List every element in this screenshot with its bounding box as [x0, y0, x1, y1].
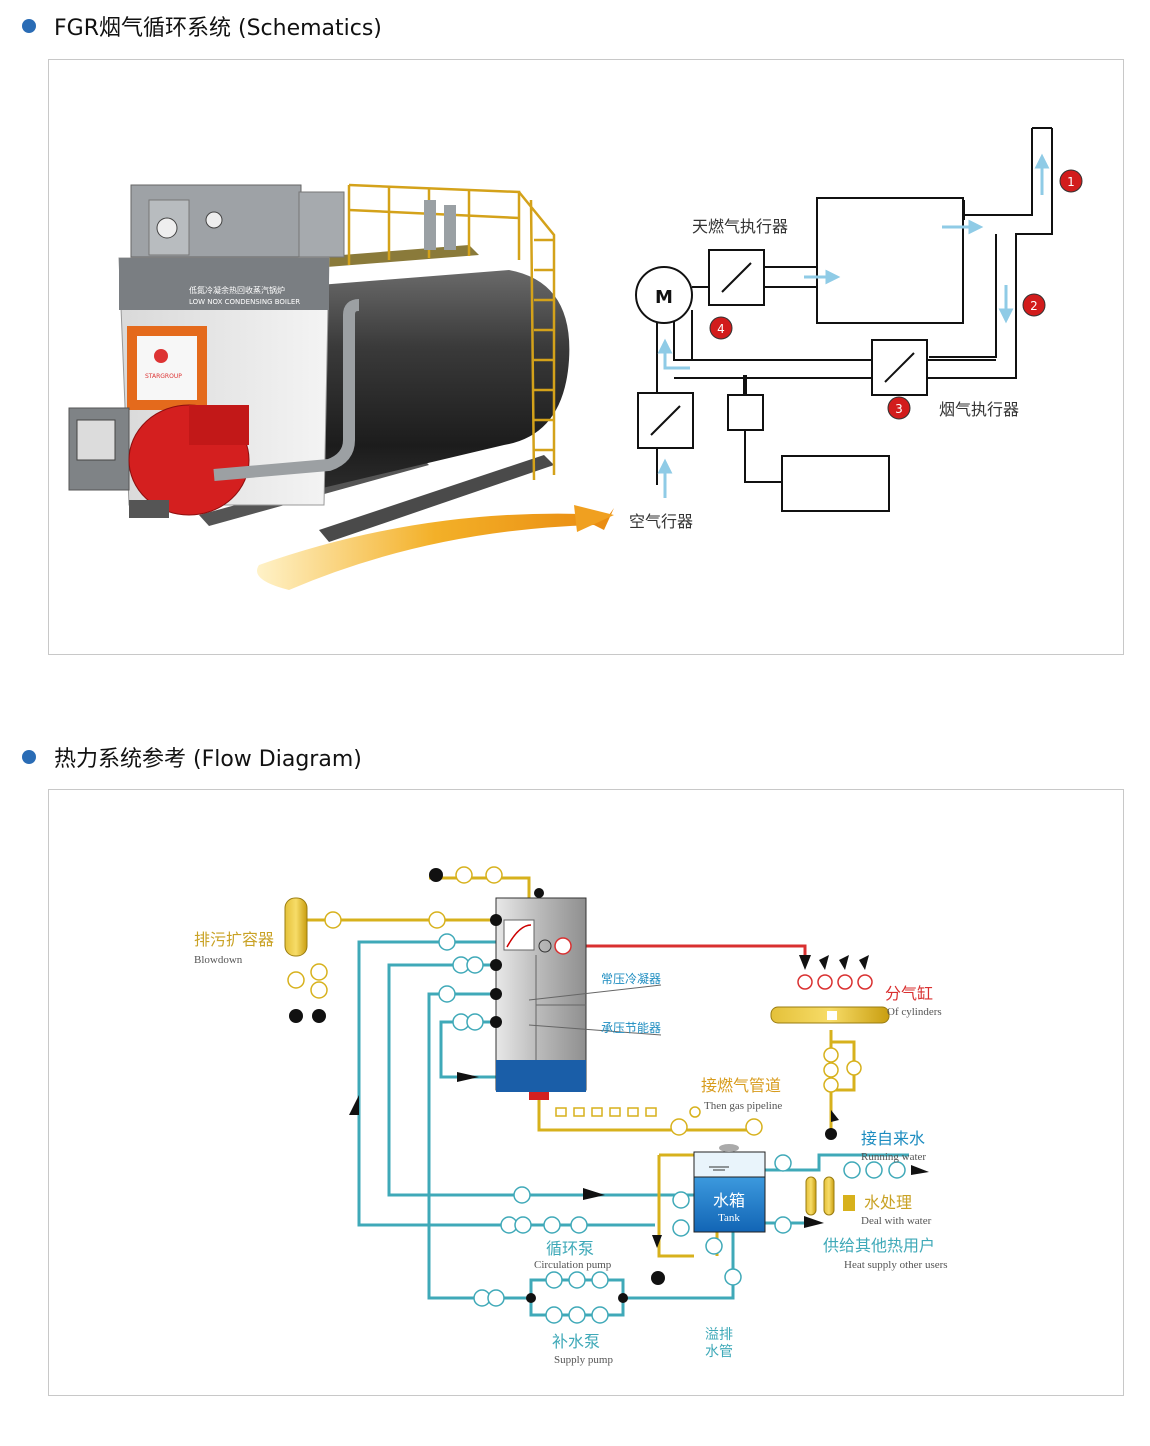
- air-actuator-box: [637, 392, 694, 449]
- furnace-box: [816, 197, 964, 324]
- steam-valves: [554, 937, 873, 990]
- check-arrows: [349, 955, 929, 1248]
- treat-label-en: Deal with water: [861, 1215, 932, 1227]
- heat-label-en: Heat supply other users: [844, 1259, 948, 1271]
- gold-valves: [287, 866, 862, 1136]
- gas-actuator-box: [708, 249, 765, 306]
- gas-label-cn: 接燃气管道: [701, 1076, 781, 1095]
- gas-label-en: Then gas pipeline: [704, 1100, 782, 1112]
- marker-2-icon: [1022, 293, 1046, 317]
- cylinders-label-en: Of cylinders: [887, 1006, 942, 1018]
- bullet-icon: [22, 750, 36, 764]
- overflow-label-1: 溢排: [705, 1327, 733, 1343]
- circ-label-en: Circulation pump: [534, 1259, 612, 1271]
- flow-panel: 常压冷凝器 承压节能器: [48, 789, 1124, 1396]
- salt-tank: [843, 1195, 855, 1211]
- steam-pipe: [569, 944, 807, 962]
- flue-actuator-box: [871, 339, 928, 396]
- burner-block: [496, 1060, 586, 1092]
- boiler-illustration: 低氮冷凝余热回收蒸汽锅炉 LOW NOX CONDENSING BOILER S…: [68, 183, 614, 590]
- blowdown-label-en: Blowdown: [194, 954, 243, 966]
- section-title-text: 热力系统参考 (Flow Diagram): [54, 747, 362, 772]
- marker-badges: 1 2 3 4: [709, 169, 1083, 420]
- svg-text:2: 2: [1030, 299, 1038, 313]
- marker-1-icon: [1059, 169, 1083, 193]
- boiler-nameplate-cn: 低氮冷凝余热回收蒸汽锅炉: [189, 285, 285, 295]
- condenser-pres-label: 承压节能器: [601, 1021, 661, 1035]
- section-title-text: FGR烟气循环系统 (Schematics): [54, 16, 382, 41]
- condenser-atm-label: 常压冷凝器: [601, 971, 661, 986]
- marker-3-icon: [887, 396, 911, 420]
- blowdown-vessel: [284, 897, 308, 957]
- junction-dots: [289, 868, 837, 1303]
- boiler-brand: STARGROUP: [145, 373, 182, 380]
- running-label-en: Running water: [861, 1151, 926, 1163]
- motor-label: M: [655, 287, 673, 308]
- supply-label-en: Supply pump: [554, 1354, 613, 1366]
- fgr-schematic: [635, 127, 1053, 512]
- schematics-panel: 低氮冷凝余热回收蒸汽锅炉 LOW NOX CONDENSING BOILER S…: [48, 59, 1124, 655]
- heat-label-cn: 供给其他热用户: [823, 1236, 935, 1255]
- blowdown-label-cn: 排污扩容器: [194, 930, 274, 949]
- svg-text:4: 4: [717, 322, 725, 336]
- flow-arrow-icon: [257, 508, 614, 590]
- section-title-schematics: FGR烟气循环系统 (Schematics): [22, 10, 382, 42]
- overflow-label-2: 水管: [705, 1344, 733, 1360]
- supply-label-cn: 补水泵: [552, 1332, 600, 1351]
- cylinders-label-cn: 分气缸: [885, 984, 933, 1003]
- softener-b: [823, 1176, 835, 1216]
- svg-text:3: 3: [895, 402, 903, 416]
- running-label-cn: 接自来水: [861, 1129, 925, 1148]
- motor-circle: [635, 266, 693, 324]
- gas-actuator-label: 天燃气执行器: [692, 217, 788, 236]
- schematics-figure: 低氮冷凝余热回收蒸汽锅炉 LOW NOX CONDENSING BOILER S…: [68, 127, 1083, 590]
- flue-actuator-label: 烟气执行器: [939, 400, 1019, 419]
- softener-a: [805, 1176, 817, 1216]
- teal-valves: [438, 933, 906, 1324]
- brand-logo-icon: [154, 349, 168, 363]
- railing: [347, 183, 556, 481]
- circ-label-cn: 循环泵: [546, 1239, 594, 1258]
- svg-text:1: 1: [1067, 175, 1075, 189]
- section-title-flow: 热力系统参考 (Flow Diagram): [22, 741, 362, 773]
- tank-label-cn: 水箱: [713, 1191, 745, 1210]
- airflow-arrows: [657, 153, 1050, 498]
- flow-diagram: 常压冷凝器 承压节能器: [194, 866, 948, 1366]
- marker-4-icon: [709, 316, 733, 340]
- boiler-nameplate-en: LOW NOX CONDENSING BOILER: [189, 298, 300, 306]
- gas-fittings: [555, 1106, 701, 1118]
- tank-label-en: Tank: [718, 1212, 740, 1224]
- treat-label-cn: 水处理: [864, 1193, 912, 1212]
- air-actuator-label: 空气行器: [629, 512, 693, 531]
- bullet-icon: [22, 19, 36, 33]
- boiler-shell: [314, 270, 570, 490]
